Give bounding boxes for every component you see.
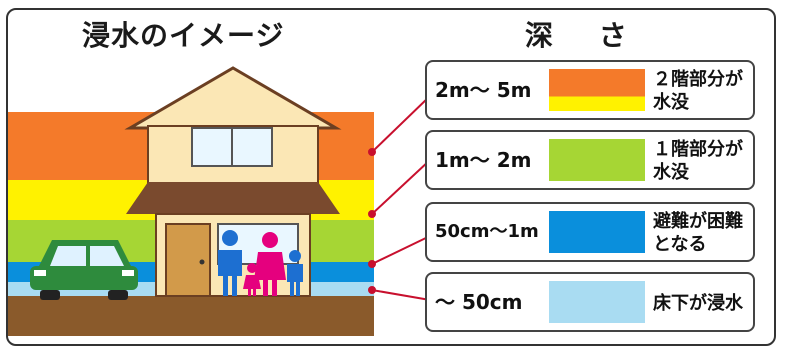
legend-item-under-50cm: 〜 50cm 床下が浸水	[425, 272, 755, 332]
legend-range: 2m〜 5m	[435, 78, 532, 102]
legend-item-50cm-1m: 50cm〜1m 避難が困難 となる	[425, 202, 755, 262]
image-title: 浸水のイメージ	[82, 19, 285, 52]
legend-swatch	[549, 139, 645, 181]
legend-description: 避難が困難 となる	[653, 211, 743, 255]
legend-item-2m-5m: 2m〜 5m ２階部分が 水没	[425, 60, 755, 120]
legend-item-1m-2m: 1m〜 2m １階部分が 水没	[425, 130, 755, 190]
legend-swatch	[549, 211, 645, 253]
legend-description: １階部分が 水没	[653, 139, 743, 183]
legend-description: ２階部分が 水没	[653, 69, 743, 113]
legend-range: 1m〜 2m	[435, 148, 532, 172]
family-icon	[218, 230, 303, 296]
ground	[8, 296, 374, 336]
legend-swatch	[549, 69, 645, 111]
depth-title: 深 さ	[525, 19, 645, 52]
car-icon	[30, 240, 138, 300]
leader-lines	[368, 92, 434, 304]
legend-description: 床下が浸水	[653, 292, 743, 314]
legend-range: 50cm〜1m	[435, 221, 539, 242]
legend-swatch	[549, 281, 645, 323]
legend-range: 〜 50cm	[435, 290, 523, 314]
